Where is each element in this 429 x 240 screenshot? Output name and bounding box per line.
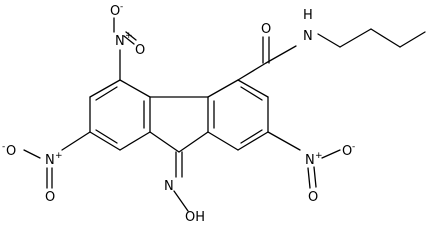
oxime-nitrogen: N	[164, 179, 174, 194]
bond-amide-c-ring	[237, 62, 267, 81]
bond-right-ring	[207, 79, 239, 98]
nitro-left-charge-plus: +	[55, 151, 63, 161]
structure-canvas: O N + O - O - N + O N + O - O O H N N OH	[2, 2, 426, 225]
amide-hydrogen: H	[303, 8, 313, 23]
bond-butyl	[339, 28, 372, 48]
bond-five-ring	[178, 131, 209, 153]
nitro-left-oxygen-double: O	[45, 190, 55, 205]
bond-right-ring	[207, 131, 239, 151]
nitro-right-nitrogen: N	[305, 153, 315, 168]
bonds	[23, 17, 426, 212]
bond-right-ring	[237, 131, 269, 151]
nitro-top-charge-minus: -	[120, 2, 123, 12]
bond-nitro-right-n-o	[321, 149, 341, 159]
bond-nitro-left-c-n	[61, 131, 91, 151]
nitro-left-charge-minus: -	[2, 142, 5, 152]
bond-nitro-top-n-o	[125, 31, 137, 41]
bond-butyl	[317, 33, 341, 48]
nitro-top-oxygen-charged: O	[110, 4, 120, 19]
bond-amide-c-n	[265, 45, 297, 64]
nitro-right-oxygen-charged: O	[342, 144, 352, 159]
nitro-top-nitrogen: N	[115, 34, 125, 49]
bond-nitro-top-n-o	[123, 35, 135, 45]
bond-nitro-right-n-o	[307, 167, 311, 189]
chemical-structure-diagram: O N + O - O - N + O N + O - O O H N N OH	[2, 2, 426, 225]
nitro-left-oxygen-charged: O	[6, 144, 16, 159]
oxime-hydroxyl: OH	[185, 210, 205, 225]
bond-left-ring	[89, 79, 121, 98]
bond-nitro-right-c-n	[267, 131, 301, 151]
nitro-right-charge-minus: -	[352, 142, 355, 152]
bond-five-ring	[149, 131, 180, 153]
bond-right-ring-inner	[240, 129, 263, 144]
bond-left-ring	[119, 131, 151, 151]
bond-right-ring	[237, 79, 269, 98]
nitro-top-oxygen-double: O	[135, 43, 145, 58]
bond-left-ring-inner	[95, 86, 118, 101]
bond-nitro-left-n-o	[23, 149, 41, 159]
bond-butyl	[399, 31, 426, 48]
nitro-left-nitrogen: N	[45, 153, 55, 168]
bond-left-ring-inner	[95, 129, 118, 144]
nitro-top-charge-plus: +	[125, 31, 133, 41]
bond-oxime-no	[173, 190, 189, 212]
bond-left-ring	[119, 79, 151, 98]
amide-oxygen: O	[261, 22, 271, 37]
bond-right-ring-inner	[240, 86, 263, 101]
nitro-right-charge-plus: +	[315, 151, 323, 161]
atom-labels: O N + O - O - N + O N + O - O O H N N OH	[2, 2, 355, 225]
nitro-right-oxygen-double: O	[308, 190, 318, 205]
bond-nitro-right-n-o	[313, 166, 317, 188]
bond-butyl	[370, 28, 401, 48]
amide-nitrogen: N	[303, 29, 313, 44]
bond-left-ring	[89, 131, 121, 151]
